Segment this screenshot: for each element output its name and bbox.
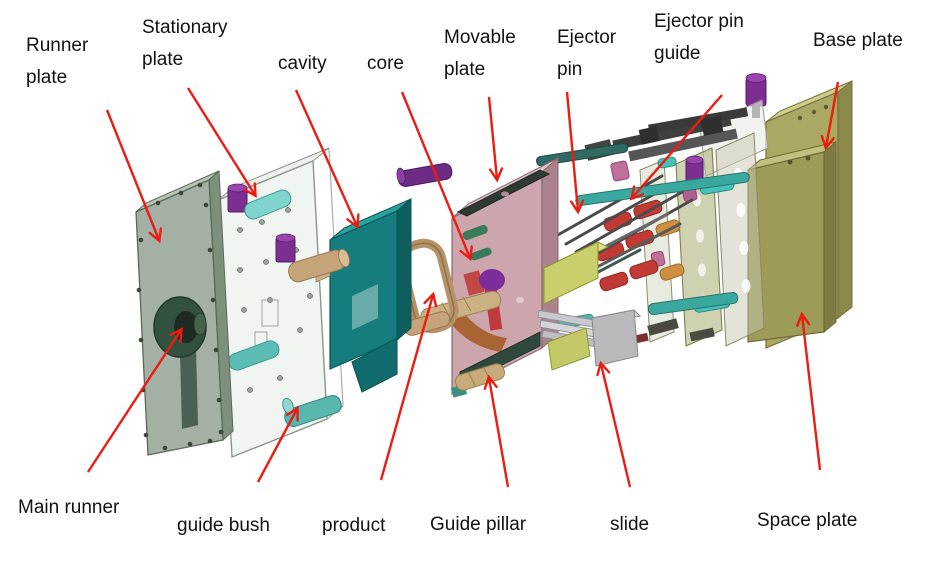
guide-pillar-part [454,363,506,391]
label-ejector-pin: Ejector pin [557,27,617,80]
label-movable-plate: Movable plate [444,27,516,80]
runner-plate-part [135,169,234,456]
label-core: core [367,53,404,74]
movable-plate-part [396,156,559,398]
stationary-screw-caps [227,183,296,263]
arrow-ejector-pin [565,91,578,211]
arrow-ejector-pin-guide [632,94,723,198]
cavity-part [315,197,412,393]
movable-plate-screw-cap [396,163,453,187]
arrow-cavity [294,89,357,226]
label-guide-pillar: Guide pillar [430,514,527,535]
arrow-runner-plate [105,109,159,240]
arrow-main-runner [86,330,181,473]
callout-arrows [86,81,840,488]
label-main-runner: Main runner [18,497,120,518]
label-stationary-plate: Stationary plate [142,17,228,70]
arrow-movable-plate [487,96,497,179]
stationary-plate-part [217,147,344,459]
label-guide-bush: guide bush [177,515,270,536]
arrow-stationary-plate [186,87,255,195]
arrow-base-plate [826,81,840,147]
arrow-product [379,295,433,481]
main-runner-boss [153,296,207,429]
arrow-guide-pillar [489,378,510,488]
runner-plate-screws [136,182,224,451]
arrow-core [400,91,470,258]
arrow-space-plate [802,315,822,471]
label-runner-plate: Runner plate [26,35,89,88]
slide-block [590,309,642,367]
base-plate-screw-cap [745,73,767,118]
arrow-guide-bush [256,409,297,483]
label-slide: slide [610,514,650,535]
label-ejector-pin-guide: Ejector pin guide [654,11,744,64]
label-base-plate: Base plate [813,30,903,51]
arrow-slide [601,364,632,488]
sprue-bush-cylinder [288,248,350,283]
label-cavity: cavity [278,53,327,74]
label-space-plate: Space plate [757,510,858,531]
product-part [397,238,459,336]
label-product: product [322,515,386,536]
slide-part [537,241,642,371]
